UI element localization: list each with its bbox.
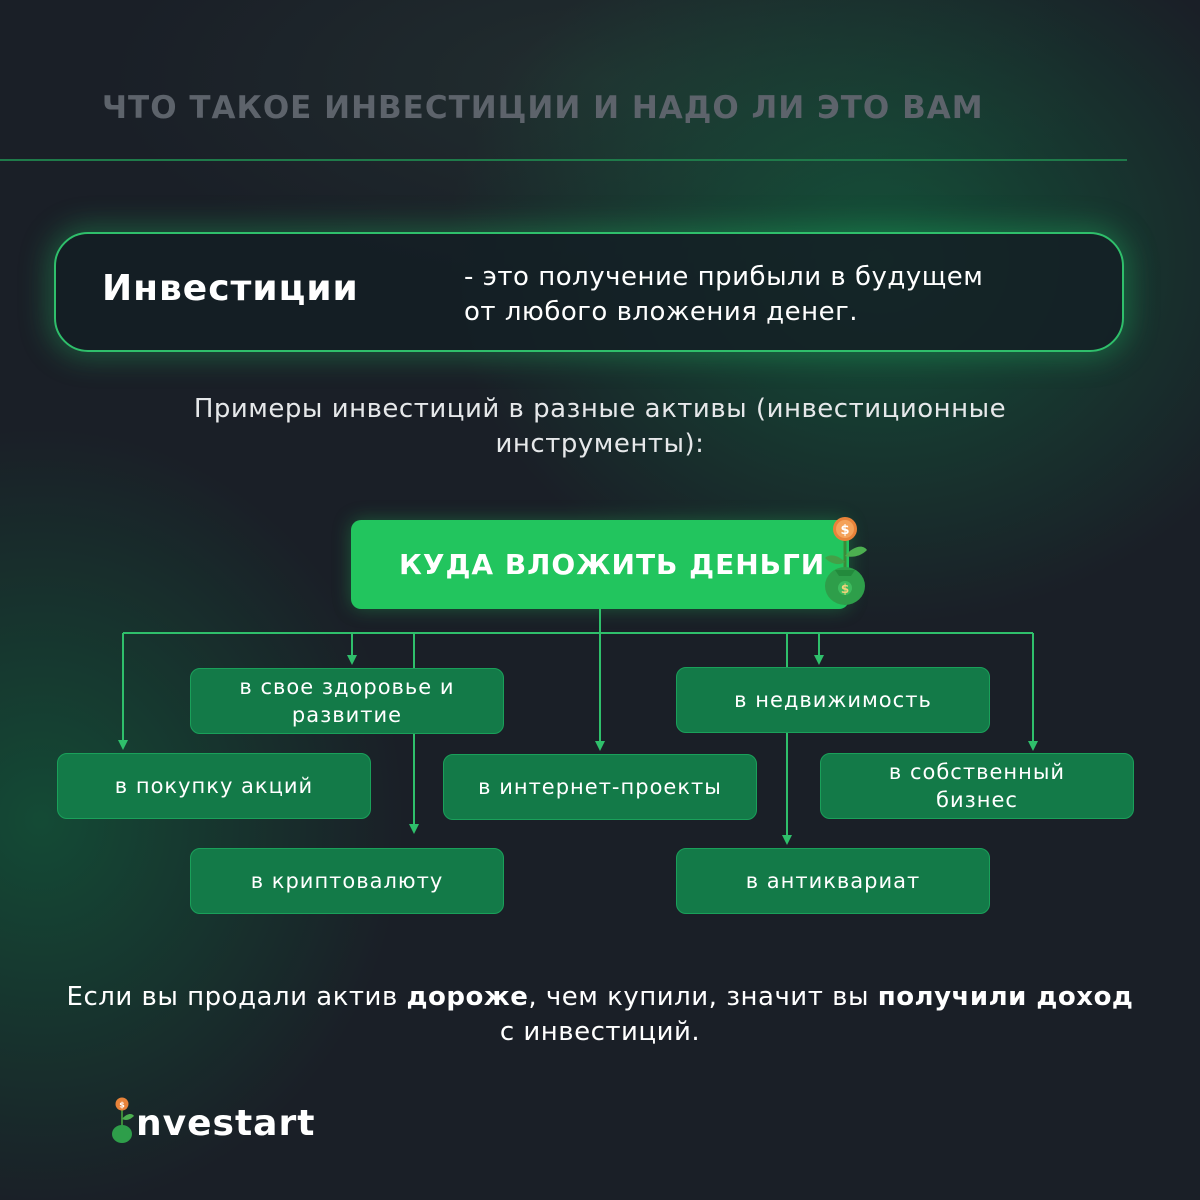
examples-intro-line: Примеры инвестиций в разные активы (инве… — [193, 394, 1007, 424]
conclusion-part: , чем купили, значит вы — [528, 982, 878, 1012]
diagram-root-label: КУДА ВЛОЖИТЬ ДЕНЬГИ — [399, 548, 826, 581]
svg-text:$: $ — [841, 582, 849, 596]
logo-text: nvestart — [136, 1103, 316, 1144]
diagram-root-node: КУДА ВЛОЖИТЬ ДЕНЬГИ $ $ — [351, 517, 867, 609]
svg-text:$: $ — [119, 1101, 125, 1110]
money-bag-plant-icon: $ $ — [825, 517, 867, 605]
asset-real-estate: в недвижимость — [676, 667, 990, 733]
definition-card: Инвестиции - это получение прибыли в буд… — [54, 232, 1124, 352]
definition-text-line: - это получение прибыли в будущем — [464, 262, 984, 292]
conclusion-text: Если вы продали актив дороже, чем купили… — [60, 980, 1140, 1050]
asset-stocks: в покупку акций — [57, 753, 371, 819]
conclusion-bold: получили доход — [877, 982, 1134, 1012]
conclusion-part: Если вы продали актив — [66, 982, 407, 1012]
examples-intro-line: инструменты): — [495, 429, 705, 459]
asset-internet-projects: в интернет-проекты — [443, 754, 757, 820]
conclusion-part: с инвестиций. — [499, 1017, 701, 1047]
asset-crypto: в криптовалюту — [190, 848, 504, 914]
asset-own-business: в собственный бизнес — [820, 753, 1134, 819]
asset-antiques: в антиквариат — [676, 848, 990, 914]
conclusion-bold: дороже — [406, 982, 529, 1012]
definition-text: - это получение прибыли в будущем от люб… — [464, 260, 1104, 330]
definition-term: Инвестиции — [102, 268, 359, 309]
svg-text:$: $ — [840, 523, 849, 538]
examples-intro: Примеры инвестиций в разные активы (инве… — [100, 392, 1100, 462]
asset-health: в свое здоровье и развитие — [190, 668, 504, 734]
money-bag-plant-icon: $ — [112, 1097, 134, 1143]
header-divider — [0, 159, 1127, 161]
page-title: ЧТО ТАКОЕ ИНВЕСТИЦИИ И НАДО ЛИ ЭТО ВАМ — [102, 90, 984, 126]
brand-logo: $ nvestart — [110, 1095, 350, 1155]
definition-text-line: от любого вложения денег. — [464, 297, 859, 327]
